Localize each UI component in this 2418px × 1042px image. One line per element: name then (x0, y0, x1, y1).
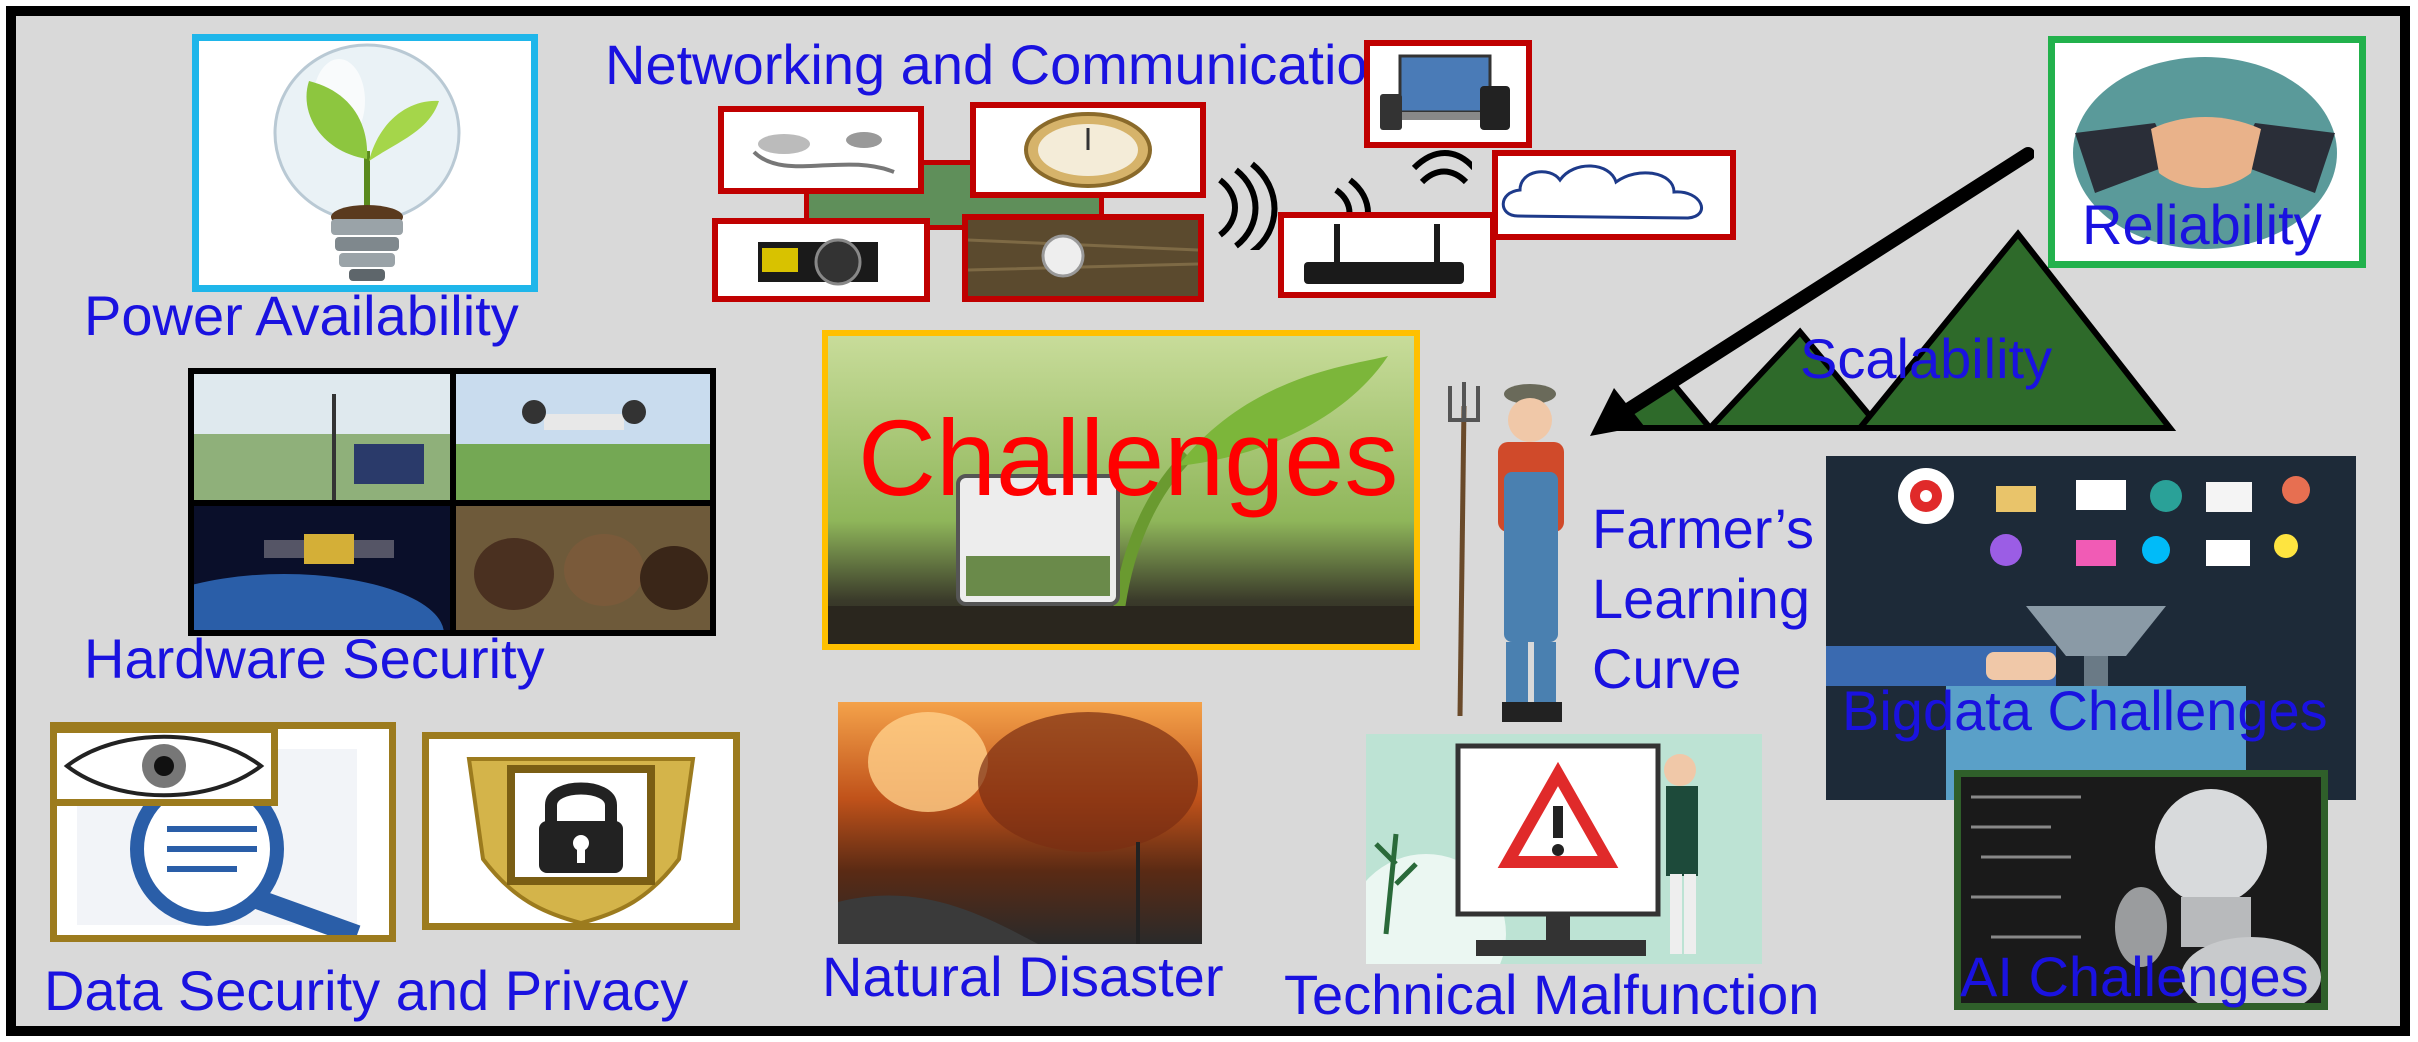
soil-gauge-card (962, 214, 1204, 302)
devices-icon (1380, 54, 1510, 130)
cows-icon (474, 534, 708, 610)
plant-bulb-icon (273, 43, 461, 281)
router-icon (1304, 224, 1464, 284)
eye-card (50, 726, 278, 806)
farmer-icon (1448, 382, 1564, 722)
scalability-label: Scalability (1800, 327, 2053, 390)
bigdata-label: Bigdata Challenges (1842, 679, 2328, 742)
ultrasonic-sensor-card (712, 218, 930, 302)
padlock-shield-icon (466, 757, 696, 923)
eye-icon (63, 734, 265, 798)
farmer-label-line3: Curve (1592, 637, 1742, 700)
hardware-security-label: Hardware Security (84, 627, 545, 690)
arrow-icon (1590, 147, 2034, 436)
hardware-security-image (188, 368, 716, 636)
barometer-icon (1024, 112, 1152, 188)
sensor-icon (752, 132, 895, 174)
cloud-icon (1501, 164, 1703, 220)
wifi-signal-icon (1218, 161, 1278, 250)
sprout-tablet-icon (828, 356, 1414, 644)
soil-gauge-icon (968, 220, 1198, 296)
wildfire-icon (838, 712, 1198, 944)
ai-label: AI Challenges (1960, 945, 2309, 1008)
weather-station-icon (194, 374, 710, 630)
drone-icon (522, 400, 646, 430)
farmer-label-line1: Farmer’s (1592, 497, 1814, 560)
wifi-signal-icon (1412, 150, 1472, 185)
natural-disaster-image (838, 702, 1202, 944)
farmer-label-line2: Learning (1592, 567, 1810, 630)
robot-icon (1971, 789, 2321, 1003)
satellite-icon (264, 534, 394, 564)
challenges-title: Challenges (858, 397, 1399, 518)
bigdata-funnel-icon (1826, 468, 2310, 800)
data-security-label: Data Security and Privacy (44, 959, 689, 1022)
ultrasonic-sensor-icon (758, 238, 878, 286)
router-card (1278, 212, 1496, 298)
handshake-icon (2073, 57, 2337, 249)
technical-malfunction-image (1366, 734, 1762, 964)
devices-card (1364, 40, 1532, 148)
natural-disaster-label: Natural Disaster (822, 945, 1224, 1008)
sensor-card (718, 106, 924, 194)
warning-monitor-icon (1366, 743, 1698, 964)
reliability-label: Reliability (2082, 193, 2322, 256)
networking-label: Networking and Communication (605, 33, 1399, 96)
technical-malfunction-label: Technical Malfunction (1284, 963, 1820, 1026)
power-availability-label: Power Availability (84, 284, 519, 347)
ai-image (1954, 770, 2328, 1010)
bigdata-image (1826, 456, 2356, 800)
power-availability-image (192, 34, 538, 292)
reliability-image (2048, 36, 2366, 268)
barometer-card (970, 102, 1206, 198)
padlock-shield-card (422, 732, 740, 930)
challenges-center-image (822, 330, 1420, 650)
cloud-card (1492, 150, 1736, 240)
